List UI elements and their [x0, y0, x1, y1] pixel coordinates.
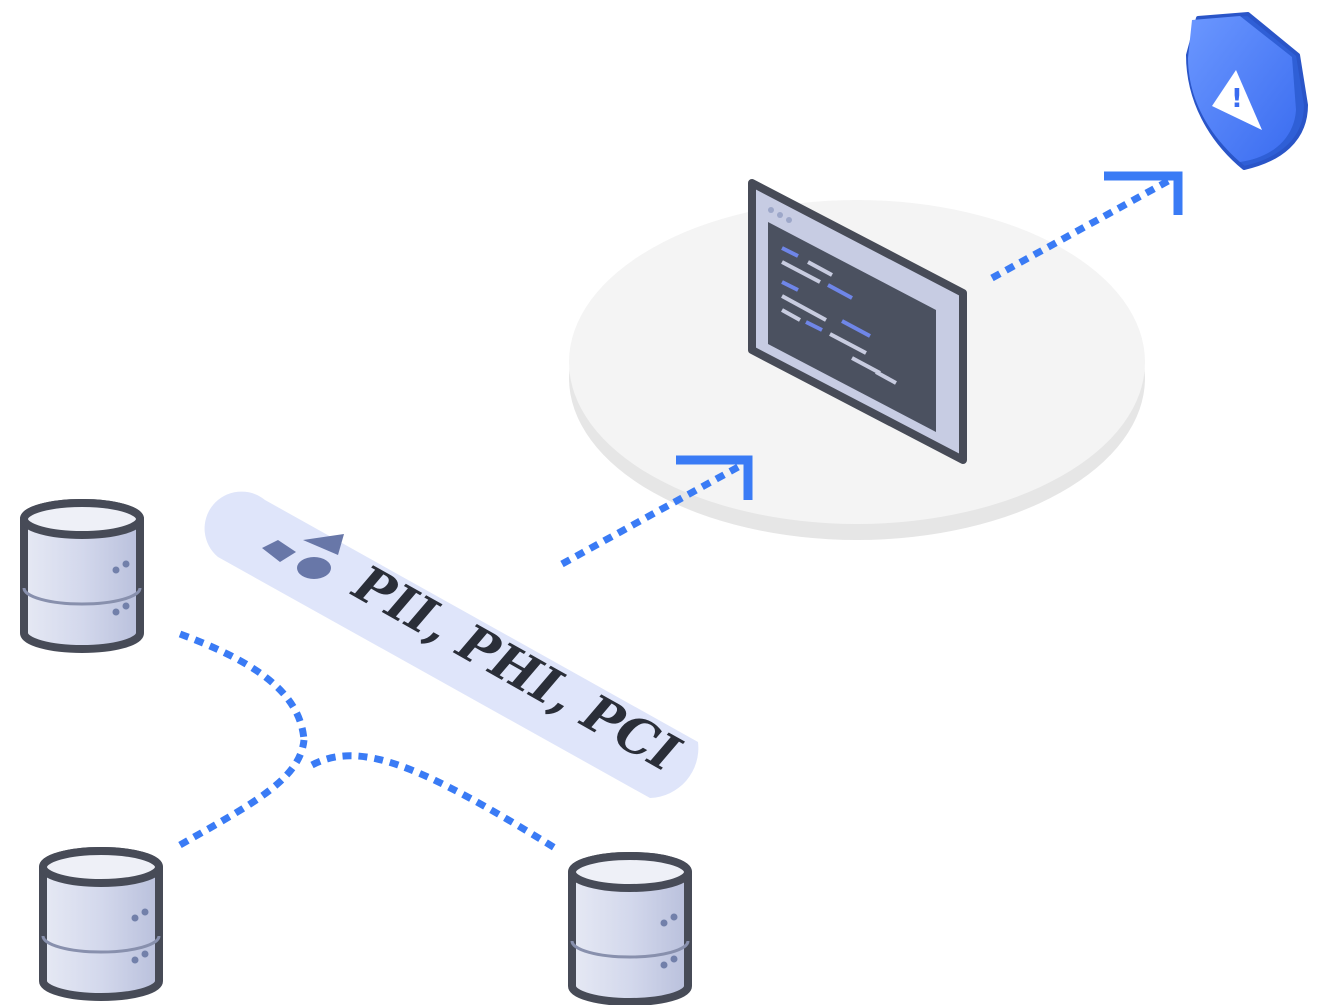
label-text: PII, PHI, PCI [342, 552, 690, 784]
connector-to-shield [990, 176, 1172, 282]
database-icon-bottom-left [39, 847, 163, 1001]
arrow-head-monitor [676, 455, 753, 500]
database-icon-top-left [20, 499, 144, 653]
code-window-icon [748, 179, 967, 464]
connector-to-monitor [560, 462, 742, 568]
shapes-icon [262, 534, 344, 579]
connector-db-top [178, 630, 308, 741]
connector-db-bottom-right [310, 752, 557, 851]
database-icon-bottom-right [568, 852, 692, 1005]
warning-glyph: ! [1231, 84, 1243, 114]
connector-db-bottom-left [178, 739, 308, 849]
arrows [676, 171, 1183, 500]
databases [20, 499, 692, 1005]
pii-label: PII, PHI, PCI [204, 491, 699, 798]
connectors [178, 176, 1172, 851]
shield-warning-icon: ! [1186, 12, 1308, 170]
arrow-head-shield [1104, 171, 1183, 215]
